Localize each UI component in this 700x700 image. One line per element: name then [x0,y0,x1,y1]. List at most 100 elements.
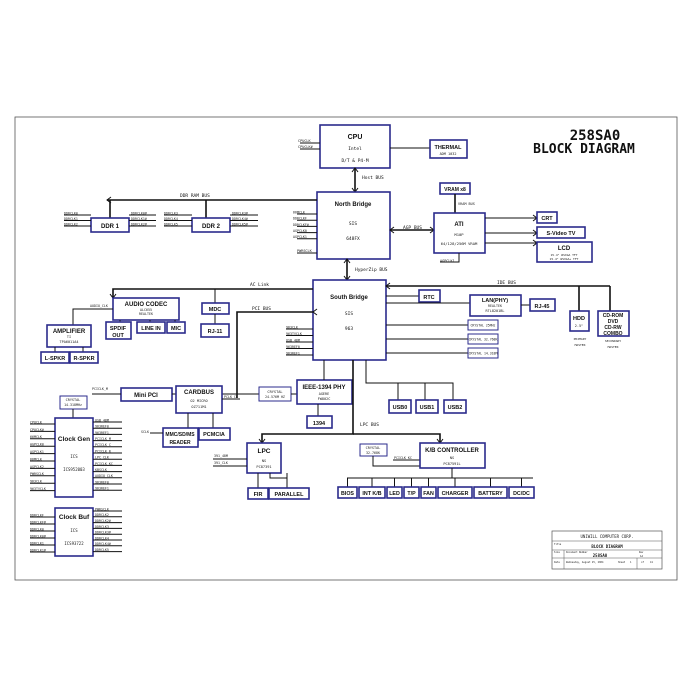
ddr1-name: DDR 1 [101,224,120,230]
cardbus-clk: PCLK_CB [224,395,238,399]
cpu-block[interactable]: CPU Intel D/T & P4-M [319,124,391,169]
usb1-block[interactable]: USB1 [415,399,439,414]
pci-bus-label: PCI BUS [252,306,271,312]
vram-bus-label: VRAM BUS [458,202,475,206]
tb-date-label: Date [554,561,560,564]
crystal-block[interactable]: CRYSTAL 14.318M [467,347,499,359]
svideo-block[interactable]: S-Video TV [536,226,586,239]
port-1394-block[interactable]: 1394 [306,415,333,429]
clock-gen-pin-right: 963REF1 [95,431,109,435]
mdc-block[interactable]: MDC [201,302,230,315]
audio-clk: AUDIO_CLK [90,304,108,308]
tb-sheet-label: Sheet [618,561,626,564]
tb-doc: 258SA0 [593,553,608,558]
thermal-block[interactable]: THERMAL ADM 1032 [429,139,468,159]
host-bus-label: Host BUS [362,175,384,181]
audio-codec-block[interactable]: AUDIO CODEC ALC655 REALTEK [112,297,180,321]
rj11-name: RJ-11 [208,329,223,335]
cardbus-vendor: O2 MICRO [190,399,207,403]
clock-buf-part: ICS93722 [64,541,84,546]
lan-block[interactable]: LAN(PHY) REALTEK RTL8201BL [469,294,522,317]
l-spkr-name: L-SPKR [45,356,66,362]
nb-pin: AGPCLK1 [293,235,307,239]
r-spkr-block[interactable]: R-SPKR [69,351,99,364]
mini-pci-block[interactable]: Mini PCI [120,387,173,402]
clock-gen-part: ICS952003 [63,467,85,472]
odd-master: MASTER [608,345,619,349]
cpu-vendor: Intel [348,146,362,152]
peripheral-t-p-block[interactable]: T/P [403,486,420,499]
ddr-ram-bus-label: DDR RAM BUS [180,193,210,199]
cpu-clk-in1: CPUCLK [298,139,312,143]
spdif-block[interactable]: SPDIF OUT [105,321,132,340]
peripheral-fan-block[interactable]: FAN [420,486,437,499]
mini-pci-clk: PCICLK_M [92,387,108,391]
mdc-name: MDC [209,307,222,313]
ati-block[interactable]: ATI M10P 64/128/256M VRAM [433,212,486,254]
hyperzip-bus-label: HyperZip BUS [355,267,388,273]
cardbus-block[interactable]: CARDBUS O2 MICRO OZ711M1 [175,385,223,414]
ieee1394-block[interactable]: IEEE-1394 PHY AGERE FW802C [296,379,353,405]
mmc-clk: SCLK [141,430,149,434]
ati-name: ATI [454,222,464,228]
usb2-block[interactable]: USB2 [443,399,467,414]
ddr2-block[interactable]: DDR 2 [191,217,231,233]
parallel-block[interactable]: PARALLEL [268,487,310,500]
south-bridge-part: 963 [345,326,353,332]
peripheral-label: LED [389,491,400,497]
peripheral-bios-block[interactable]: BIOS [337,486,358,499]
north-bridge-block[interactable]: North Bridge SIS 648FX [316,191,391,260]
peripheral-led-block[interactable]: LED [386,486,403,499]
ieee1394-vendor: AGERE [319,392,330,396]
clock-gen-vendor: ICS [70,454,78,459]
peripheral-int-k-b-block[interactable]: INT K/B [358,486,386,499]
lcd-block[interactable]: LCD 15.4" WSXGA TFT 15.4" WSXGA+ TFT [536,241,593,263]
clock-gen-pin-right: PCICLK_M [95,437,111,441]
tb-company: UNIWILL COMPUTER CORP. [581,534,634,539]
mmc-reader-block[interactable]: MMC/SD/MS READER [162,427,199,448]
rj45-block[interactable]: RJ-45 [529,298,556,312]
lpc-block[interactable]: LPC NS PC87391 [246,442,282,474]
rj45-name: RJ-45 [535,304,550,310]
crystal-kbc-line2: 32.768K [366,451,380,455]
fir-block[interactable]: FIR [247,487,269,500]
usb0-block[interactable]: USB0 [388,399,412,414]
clock-buf-name: Clock Buf [59,514,90,521]
mic-block[interactable]: MIC [166,321,186,334]
crystal-clockgen-block[interactable]: CRYSTAL 14.318MHz [59,395,88,410]
lcd-panel1: 15.4" WSXGA TFT [550,253,577,257]
crystal-block[interactable]: CRYSTAL 25MHz [467,319,499,331]
odd-block[interactable]: CD-ROM DVD CD-RW COMBO [597,310,630,337]
clock-gen-pin-left: 963TVCLK [30,487,46,491]
pcmcia-block[interactable]: PCMCIA [198,427,231,441]
clock-buf-pin-left: DDRCLK0# [30,534,46,538]
ddr1-block[interactable]: DDR 1 [90,217,130,233]
crystal-clockgen-line1: CRYSTAL [66,398,81,402]
peripheral-charger-block[interactable]: CHARGER [437,486,473,499]
cpu-type: D/T & P4-M [341,158,368,164]
tb-doc-label: Document Number [566,551,588,554]
l-spkr-block[interactable]: L-SPKR [40,351,70,364]
vram-block[interactable]: VRAM x8 [439,182,471,195]
clock-buf-block[interactable]: Clock Buf ICS ICS93722 [54,507,94,557]
crystal-block[interactable]: CRYSTAL 32.768K [467,333,499,345]
crt-block[interactable]: CRT [536,211,558,224]
peripheral-battery-block[interactable]: BATTERY [473,486,508,499]
rtc-block[interactable]: RTC [418,289,441,303]
kbc-block[interactable]: K/B CONTROLLER NS PC87591L [419,442,486,469]
peripheral-dc-dc-block[interactable]: DC/DC [508,486,535,499]
rj11-block[interactable]: RJ-11 [200,323,230,338]
south-bridge-block[interactable]: South Bridge SIS 963 [312,279,387,361]
clock-gen-block[interactable]: Clock Gen ICS ICS952003 [54,417,94,498]
hdd-block[interactable]: HDD 2.5" [569,310,590,332]
nb-pin: AGPCLK0 [293,229,307,233]
crystal-1394-block[interactable]: CRYSTAL 24.576M HZ [258,386,292,402]
amplifier-block[interactable]: AMPLIFIER TI TPA6011A4 [46,324,92,348]
odd-secondary: SECONDARY [605,339,621,343]
crystal-kbc-block[interactable]: CRYSTAL 32.768K [359,443,388,457]
tb-date: Wednesday, August 25, 2004 [566,561,604,564]
mmc-line1: MMC/SD/MS [165,432,195,438]
clock-buf-pin-left: DDRCLK1 [30,541,44,545]
line-in-block[interactable]: LINE IN [136,321,166,334]
